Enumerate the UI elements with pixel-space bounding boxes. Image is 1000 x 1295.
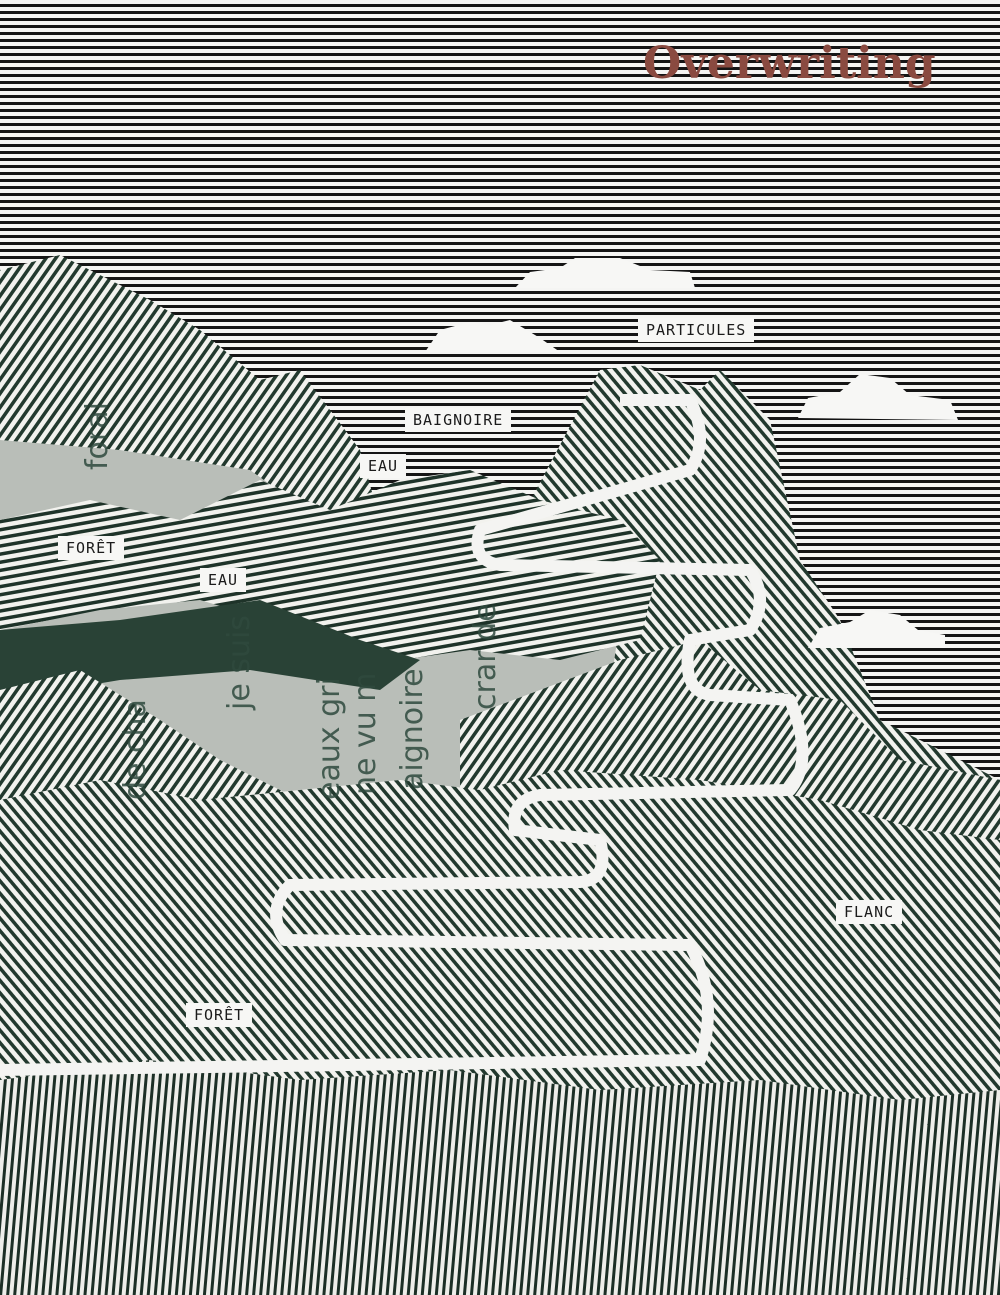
winding-road: [0, 394, 809, 1076]
cloud: [515, 258, 695, 288]
collage-text-fragment: je suis: [222, 615, 257, 710]
collage-text-fragment: ne vu m: [348, 672, 383, 795]
dark-ridge: [0, 600, 420, 700]
label-eau-top: EAU: [360, 454, 407, 478]
cloud: [425, 320, 560, 352]
mountain-mid: [0, 470, 660, 660]
label-eau-mid: EAU: [200, 568, 247, 592]
cloud: [798, 374, 958, 420]
mountain-foreground-low: [0, 1060, 1000, 1295]
label-flanc: FLANC: [836, 900, 903, 924]
label-baignoire: BAIGNOIRE: [405, 408, 512, 432]
label-particules: PARTICULES: [638, 318, 755, 342]
cloud: [808, 610, 945, 648]
label-foret-bottom: FORÊT: [186, 1003, 253, 1027]
collage-text-fragment: crar de: [468, 603, 503, 710]
collage-text-fragment: forai: [80, 402, 115, 470]
label-foret-top: FORÊT: [58, 536, 125, 560]
book-title: Overwriting: [643, 38, 936, 89]
collage-text-fragment: eaux gri: [312, 677, 347, 800]
collage-text-fragment: aignoire: [395, 668, 430, 790]
collage-text-fragment: de cha: [118, 699, 153, 800]
clouds: [425, 258, 958, 648]
mountain-lower-left: [0, 670, 300, 820]
